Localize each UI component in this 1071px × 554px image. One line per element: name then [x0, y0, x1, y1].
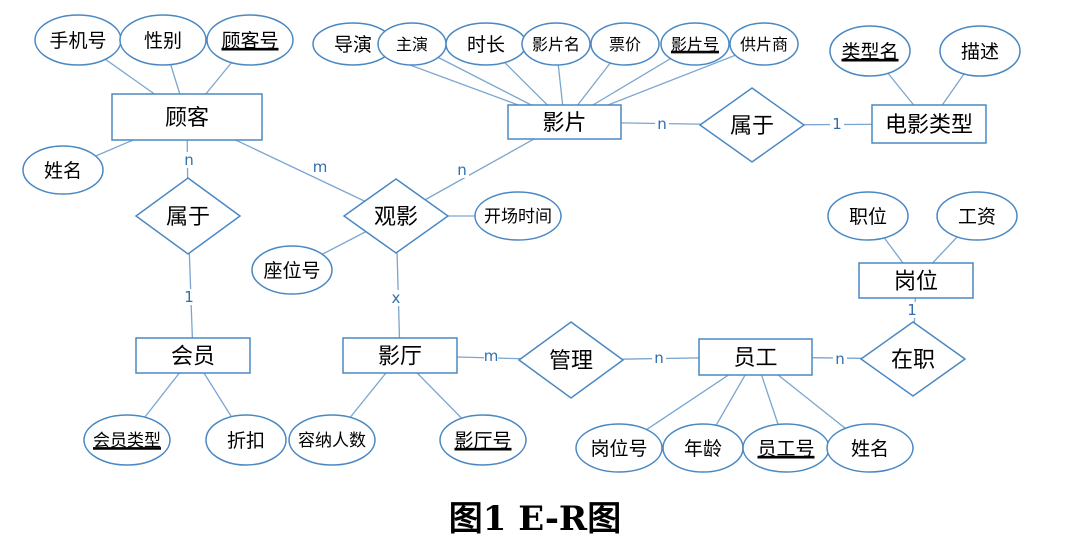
attribute-label: 影片名	[532, 35, 580, 54]
cardinality-bg	[313, 159, 327, 175]
attribute-label: 员工号	[757, 438, 814, 460]
cardinality-bg	[830, 116, 844, 132]
entity-filmtype: 电影类型	[871, 104, 987, 144]
attribute-label: 主演	[396, 35, 428, 54]
entity-label: 影片	[542, 111, 586, 136]
cardinality-bg	[455, 162, 469, 178]
cardinality-bg	[182, 289, 196, 305]
attribute-a_star: 主演	[377, 22, 447, 66]
cardinality-label: n	[654, 349, 664, 367]
attribute-label: 影厅号	[454, 430, 511, 452]
entity-hall: 影厅	[342, 337, 458, 374]
attribute-a_phone: 手机号	[34, 14, 122, 66]
attribute-label: 顾客号	[221, 30, 278, 52]
entity-label: 岗位	[894, 270, 938, 295]
relationship-label: 属于	[730, 114, 774, 139]
entity-label: 影厅	[378, 345, 422, 370]
attribute-label: 影片号	[671, 35, 719, 54]
cardinality-bg	[182, 152, 196, 168]
relationship-label: 在职	[891, 348, 935, 373]
attribute-a_hallno: 影厅号	[439, 414, 527, 466]
shapes: 顾客影片电影类型会员影厅员工岗位属于属于观影管理在职手机号性别顾客号姓名导演主演…	[22, 14, 1021, 473]
attribute-label: 姓名	[44, 160, 82, 182]
relationship-r_watch: 观影	[342, 178, 450, 254]
attribute-a_typename: 类型名	[829, 25, 911, 77]
relationship-r_film_type: 属于	[698, 87, 806, 163]
relationship-r_manage: 管理	[517, 321, 625, 399]
attribute-label: 职位	[849, 206, 887, 228]
attribute-a_postno: 岗位号	[575, 423, 663, 473]
attribute-a_filmname: 影片名	[521, 22, 591, 66]
relationship-label: 观影	[374, 205, 418, 230]
attribute-a_duration: 时长	[445, 22, 527, 66]
cardinality-label: 1	[184, 288, 194, 306]
attribute-a_price: 票价	[590, 22, 660, 66]
cardinality-bg	[905, 302, 919, 318]
attribute-label: 描述	[961, 41, 999, 63]
entity-label: 电影类型	[885, 113, 973, 138]
attribute-a_capacity: 容纳人数	[288, 414, 376, 466]
attribute-label: 手机号	[49, 30, 106, 52]
cardinality-bg	[652, 350, 666, 366]
attribute-a_staffname: 姓名	[826, 423, 914, 473]
attribute-a_filmno: 影片号	[660, 22, 730, 66]
attribute-label: 开场时间	[484, 207, 552, 227]
attribute-label: 姓名	[851, 438, 889, 460]
entity-label: 顾客	[165, 106, 209, 131]
attribute-label: 容纳人数	[298, 431, 366, 451]
attribute-label: 岗位号	[590, 438, 647, 460]
attribute-label: 性别	[144, 30, 182, 52]
attribute-a_salary: 工资	[936, 191, 1018, 241]
cardinality-bg	[484, 348, 498, 364]
cardinality-label: m	[484, 347, 499, 365]
entity-film: 影片	[507, 104, 622, 140]
relationship-label: 管理	[549, 349, 593, 374]
relationship-r_cust_member: 属于	[134, 177, 242, 255]
attribute-label: 时长	[467, 34, 505, 56]
cardinality-label: n	[457, 161, 467, 179]
attribute-label: 票价	[609, 35, 641, 54]
relationship-r_employ: 在职	[859, 321, 967, 397]
attribute-label: 类型名	[841, 41, 898, 63]
cardinality-label: n	[184, 151, 194, 169]
attribute-a_staffno: 员工号	[742, 423, 830, 473]
entity-customer: 顾客	[111, 93, 263, 141]
cardinality-bg	[833, 351, 847, 367]
attribute-label: 会员类型	[93, 431, 161, 451]
cardinality-bg	[655, 116, 669, 132]
entity-staff: 员工	[698, 338, 813, 376]
attribute-label: 导演	[334, 34, 372, 56]
attribute-a_desc: 描述	[939, 25, 1021, 77]
entity-member: 会员	[135, 337, 251, 374]
entity-post: 岗位	[858, 262, 974, 299]
cardinality-label: 1	[907, 301, 917, 319]
attribute-a_gender: 性别	[119, 14, 207, 66]
attribute-a_start: 开场时间	[474, 191, 562, 241]
attribute-a_custname: 姓名	[22, 145, 104, 195]
attribute-a_supplier: 供片商	[729, 22, 799, 66]
entity-label: 会员	[171, 345, 215, 370]
relationship-label: 属于	[166, 205, 210, 230]
entity-label: 员工	[733, 346, 777, 371]
attribute-a_memtype: 会员类型	[83, 414, 171, 466]
cardinality-label: x	[392, 289, 401, 307]
attribute-label: 年龄	[684, 438, 722, 460]
figure-caption: 图1 E-R图	[449, 499, 621, 539]
cardinality-label: 1	[832, 115, 842, 133]
cardinality-labels: n 1 n 1 m n x m n n 1	[182, 115, 919, 368]
attribute-a_posname: 职位	[827, 191, 909, 241]
attribute-a_custno: 顾客号	[206, 14, 294, 66]
attribute-label: 工资	[958, 206, 996, 228]
attribute-a_discount: 折扣	[205, 414, 287, 466]
attribute-a_seat: 座位号	[251, 245, 333, 295]
attribute-label: 供片商	[740, 35, 788, 54]
attribute-label: 座位号	[263, 260, 320, 282]
cardinality-label: m	[313, 158, 328, 176]
cardinality-label: n	[657, 115, 667, 133]
cardinality-label: n	[835, 350, 845, 368]
attribute-label: 折扣	[227, 430, 265, 452]
cardinality-bg	[389, 290, 403, 306]
attribute-a_age: 年龄	[662, 423, 744, 473]
